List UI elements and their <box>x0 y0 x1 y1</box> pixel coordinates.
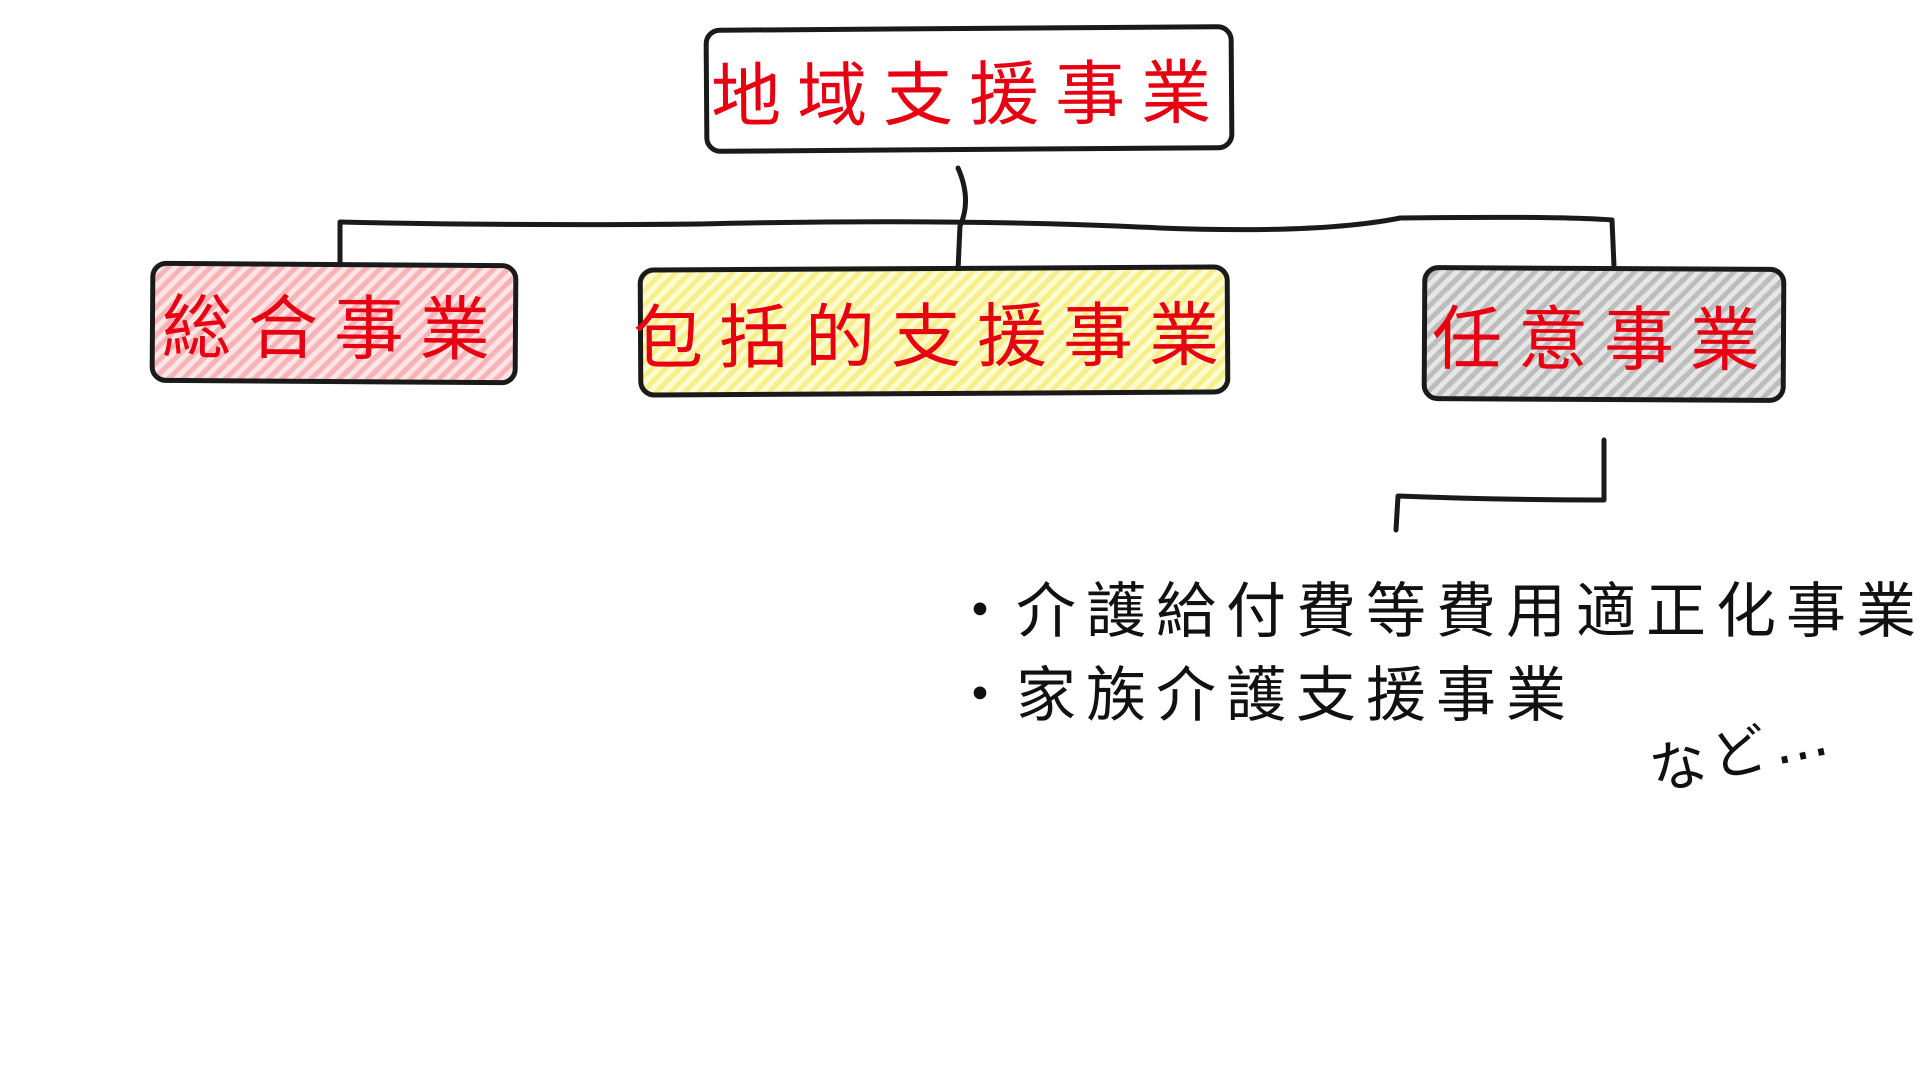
root-connector <box>955 165 968 273</box>
examples-connector <box>1393 437 1607 533</box>
root-node-label: 地域支援事業 <box>710 51 1228 138</box>
child-node-sougou-jigyou: 総合事業 <box>149 260 519 386</box>
list-item: 介護給付費等費用適正化事業 <box>950 570 1920 654</box>
branch-connector <box>337 214 1617 269</box>
root-node-chiiki-shien-jigyou: 地域支援事業 <box>703 24 1235 154</box>
list-item: 家族介護支援事業 <box>950 654 1920 738</box>
child-node-label: 任意事業 <box>1431 297 1777 382</box>
child-node-houkatsuteki-shien-jigyou: 包括的支援事業 <box>633 264 1235 398</box>
child-node-nini-jigyou: 任意事業 <box>1421 265 1787 403</box>
child-node-label: 総合事業 <box>161 286 507 371</box>
nini-examples-list: 介護給付費等費用適正化事業 家族介護支援事業 <box>950 570 1920 738</box>
child-node-label: 包括的支援事業 <box>632 293 1236 380</box>
